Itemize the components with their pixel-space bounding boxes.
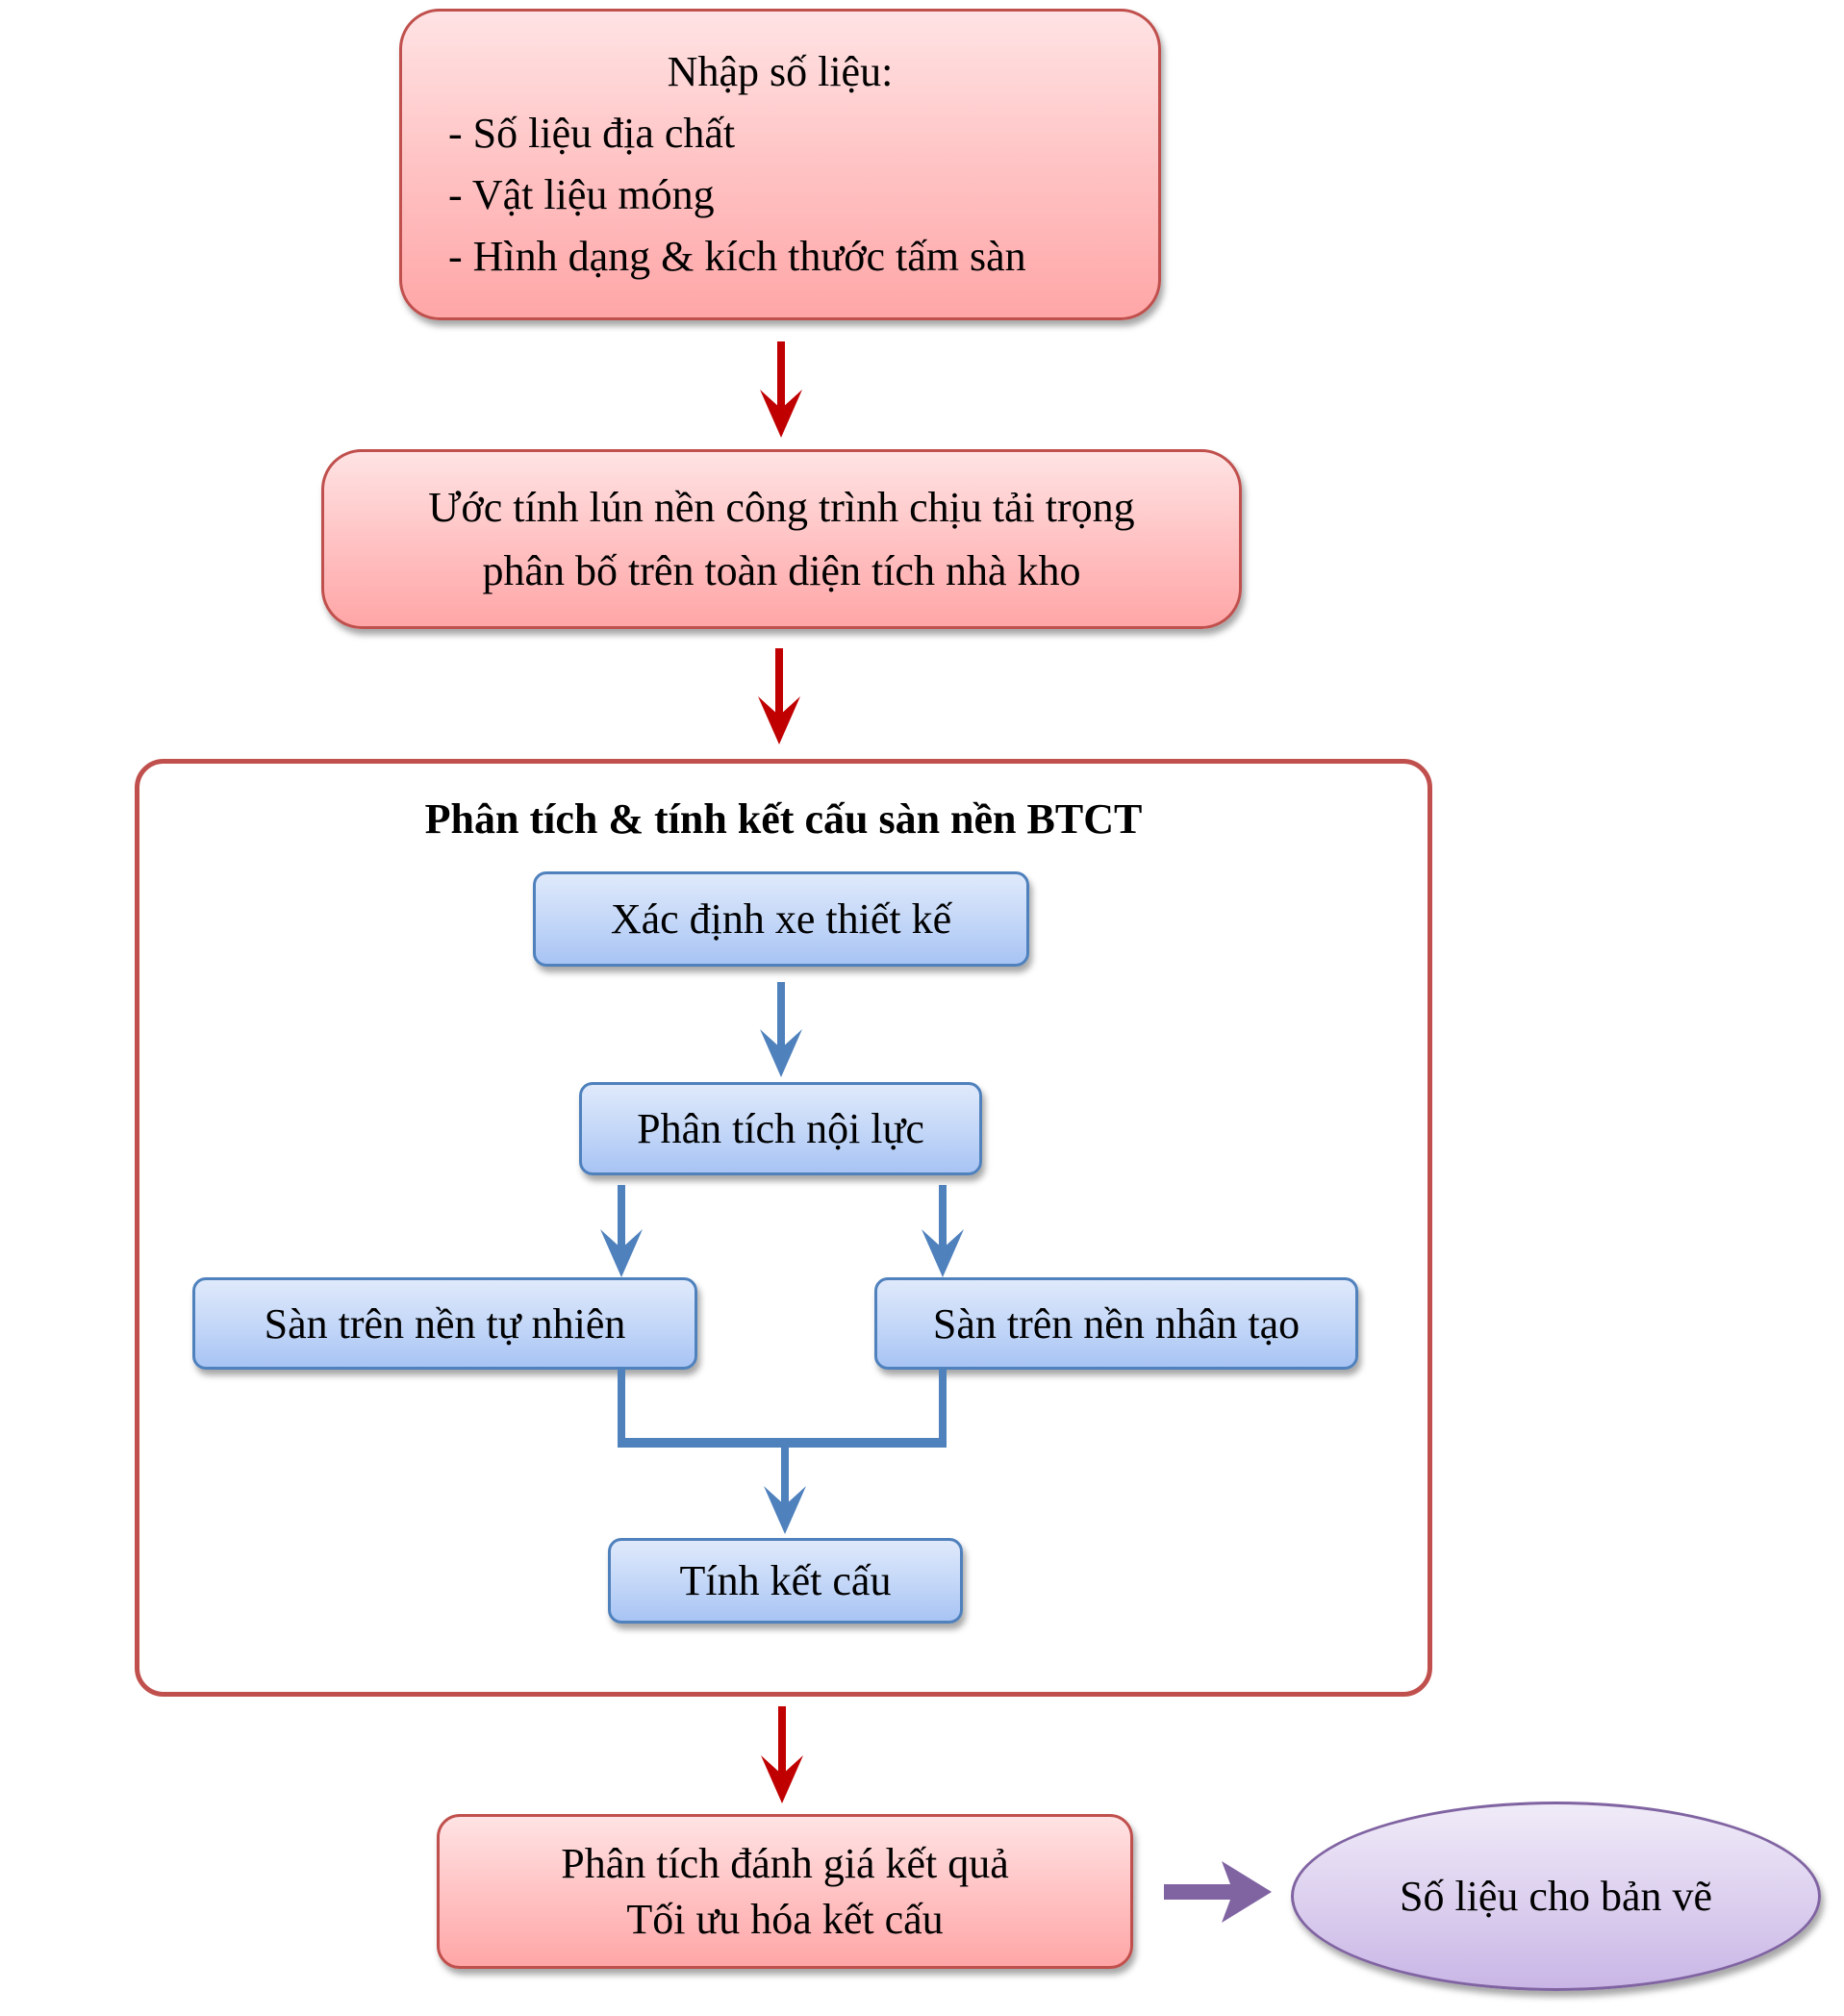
structural-calculation-box: Tính kết cấu [608, 1538, 963, 1624]
settlement-line-2: phân bố trên toàn diện tích nhà kho [482, 546, 1081, 594]
artificial-ground-slab-box: Sàn trên nền nhân tạo [874, 1277, 1358, 1370]
analysis-group-title: Phân tích & tính kết cấu sàn nền BTCT [424, 795, 1143, 843]
red-arrow-input-to-settlement [760, 341, 802, 438]
settlement-estimate-box: Ước tính lún nền công trình chịu tải trọ… [321, 449, 1242, 629]
blue-arrow-force-to-artificial [922, 1185, 964, 1277]
input-item-slab-shape-size: - Hình dạng & kích thước tấm sàn [448, 233, 1026, 280]
red-arrow-settlement-to-analysis [758, 648, 800, 744]
internal-force-box: Phân tích nội lực [579, 1082, 982, 1175]
input-data-heading: Nhập số liệu: [667, 48, 894, 95]
blue-arrow-vehicle-to-force [760, 982, 802, 1077]
result-evaluation-box: Phân tích đánh giá kết quả Tối ưu hóa kế… [437, 1814, 1133, 1969]
input-item-geology: - Số liệu địa chất [448, 110, 736, 157]
result-line-2: Tối ưu hóa kết cấu [626, 1895, 944, 1943]
blue-arrow-merge-to-calculation [764, 1443, 806, 1534]
natural-ground-slab-box: Sàn trên nền tự nhiên [192, 1277, 697, 1370]
input-data-box: Nhập số liệu: - Số liệu địa chất - Vật l… [399, 9, 1161, 320]
settlement-line-1: Ước tính lún nền công trình chịu tải trọ… [428, 483, 1135, 531]
design-vehicle-box: Xác định xe thiết kế [533, 871, 1029, 967]
blue-arrow-force-to-natural [600, 1185, 643, 1277]
red-arrow-analysis-to-result [761, 1706, 803, 1803]
drawing-data-ellipse: Số liệu cho bản vẽ [1291, 1802, 1821, 1991]
purple-arrow-result-to-output [1164, 1861, 1272, 1923]
result-line-1: Phân tích đánh giá kết quả [561, 1839, 1009, 1887]
blue-merge-connector [618, 1370, 947, 1448]
input-item-foundation-material: - Vật liệu móng [448, 171, 715, 218]
drawing-data-label: Số liệu cho bản vẽ [1399, 1873, 1713, 1920]
